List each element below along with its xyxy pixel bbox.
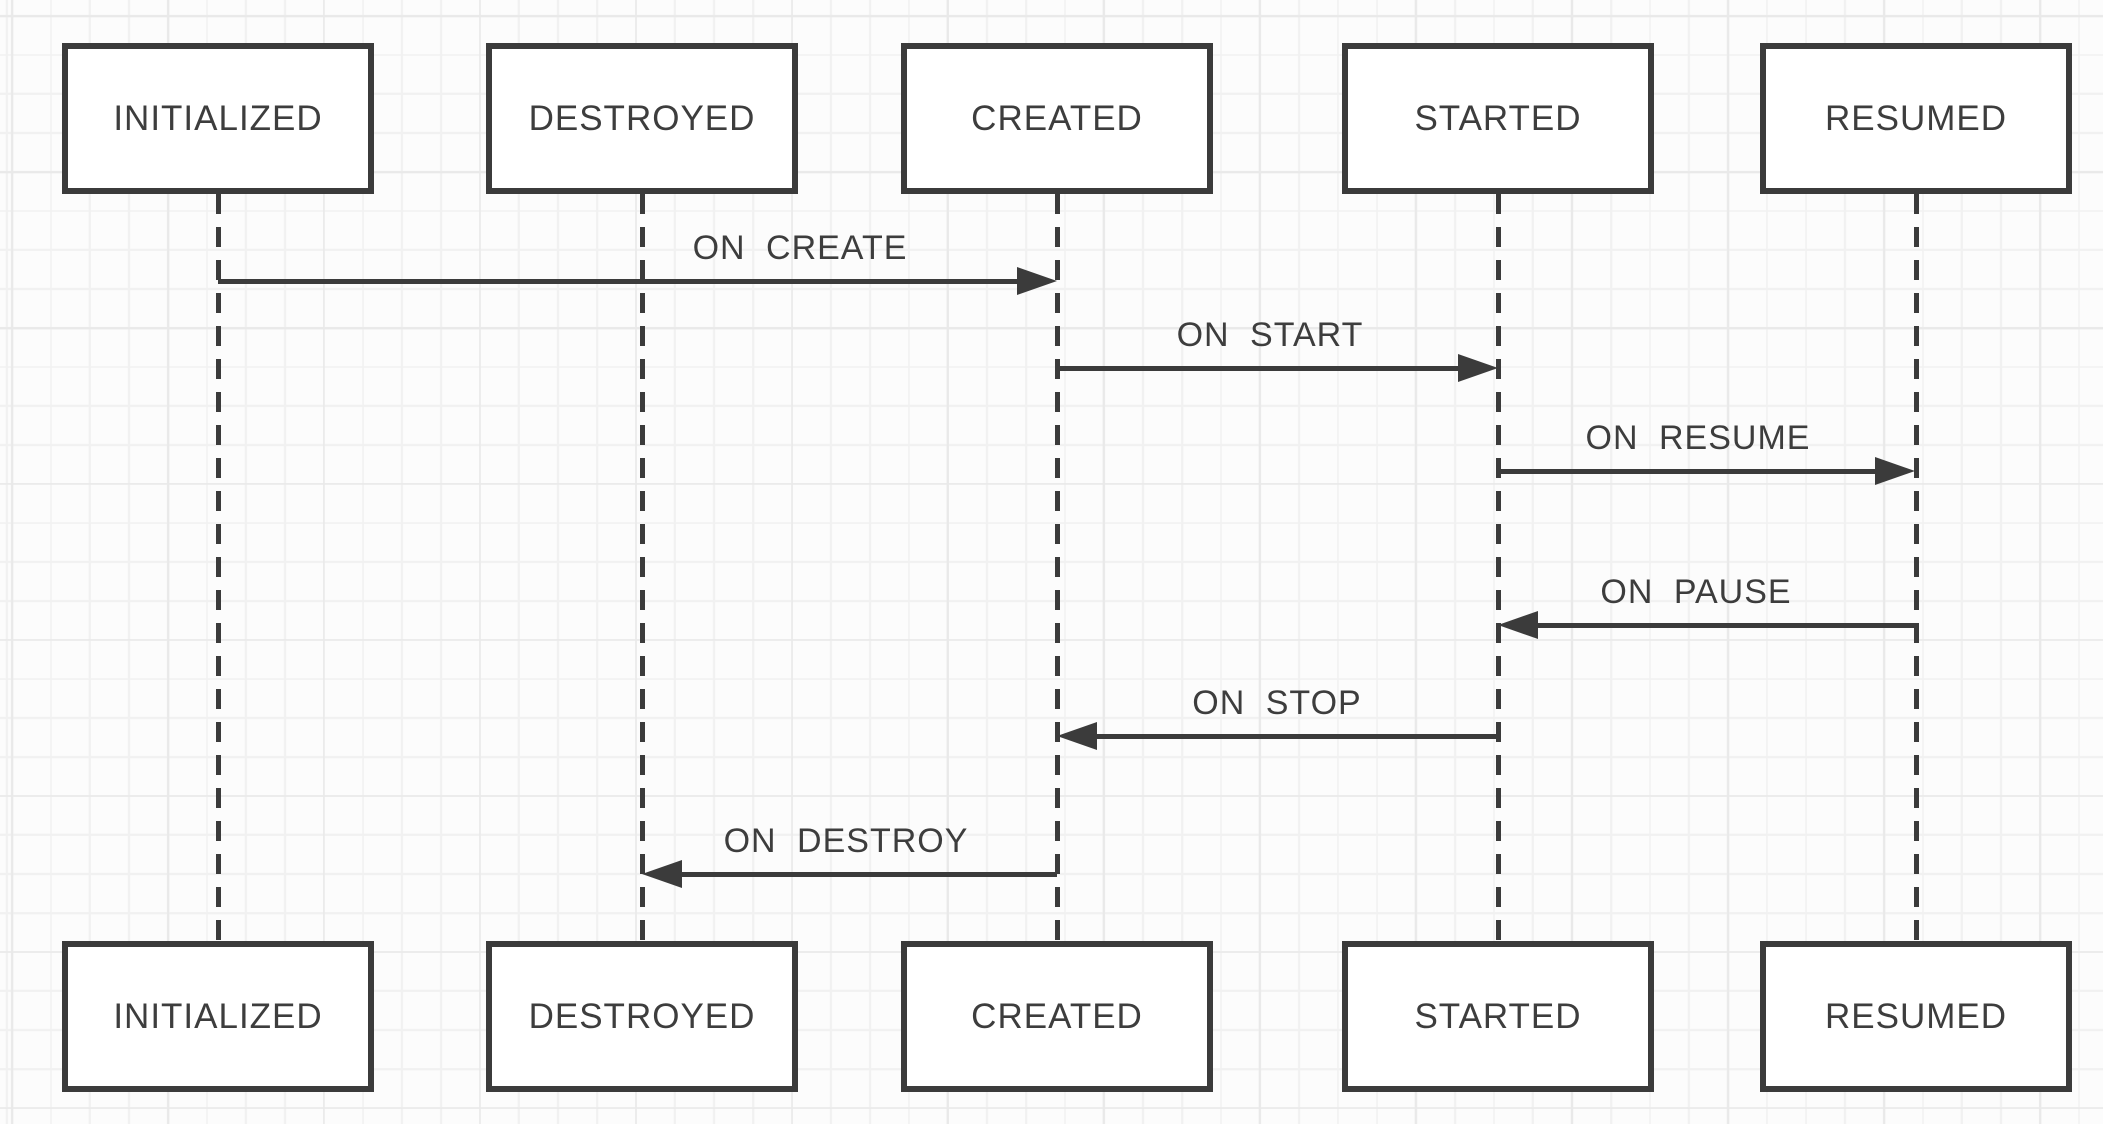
- state-label: STARTED: [1414, 98, 1582, 138]
- lifeline-created: [1055, 194, 1060, 941]
- state-box-top-started: STARTED: [1342, 43, 1654, 194]
- state-box-top-created: CREATED: [901, 43, 1213, 194]
- canvas-bottom-margin: [0, 1124, 2111, 1130]
- state-box-bottom-resumed: RESUMED: [1760, 941, 2072, 1092]
- message-line: [1536, 623, 1916, 628]
- state-label: STARTED: [1414, 996, 1582, 1036]
- state-box-top-resumed: RESUMED: [1760, 43, 2072, 194]
- state-label: CREATED: [971, 996, 1143, 1036]
- message-label: ON PAUSE: [1600, 573, 1792, 611]
- arrowhead-left-icon: [1057, 722, 1097, 750]
- state-box-bottom-started: STARTED: [1342, 941, 1654, 1092]
- state-label: CREATED: [971, 98, 1143, 138]
- state-box-bottom-destroyed: DESTROYED: [486, 941, 798, 1092]
- state-label: INITIALIZED: [113, 996, 323, 1036]
- arrowhead-right-icon: [1458, 354, 1498, 382]
- state-label: DESTROYED: [528, 98, 756, 138]
- arrowhead-right-icon: [1017, 267, 1057, 295]
- message-label: ON RESUME: [1585, 419, 1811, 457]
- arrowhead-left-icon: [642, 860, 682, 888]
- message-line: [680, 872, 1057, 877]
- lifeline-resumed: [1914, 194, 1919, 941]
- state-box-top-initialized: INITIALIZED: [62, 43, 374, 194]
- lifeline-started: [1496, 194, 1501, 941]
- message-label: ON DESTROY: [723, 822, 969, 860]
- state-label: RESUMED: [1824, 98, 2008, 138]
- message-line: [1498, 469, 1879, 474]
- lifeline-initialized: [216, 194, 221, 941]
- message-label: ON CREATE: [692, 229, 908, 267]
- state-box-bottom-created: CREATED: [901, 941, 1213, 1092]
- state-label: RESUMED: [1824, 996, 2008, 1036]
- state-box-bottom-initialized: INITIALIZED: [62, 941, 374, 1092]
- message-line: [1095, 734, 1498, 739]
- state-label: INITIALIZED: [113, 98, 323, 138]
- message-line: [1057, 366, 1460, 371]
- lifeline-destroyed: [640, 194, 645, 941]
- message-label: ON START: [1176, 316, 1364, 354]
- arrowhead-left-icon: [1498, 611, 1538, 639]
- canvas-right-margin: [2103, 0, 2111, 1130]
- message-label: ON STOP: [1192, 684, 1362, 722]
- state-label: DESTROYED: [528, 996, 756, 1036]
- message-line: [218, 279, 1019, 284]
- state-box-top-destroyed: DESTROYED: [486, 43, 798, 194]
- arrowhead-right-icon: [1875, 457, 1915, 485]
